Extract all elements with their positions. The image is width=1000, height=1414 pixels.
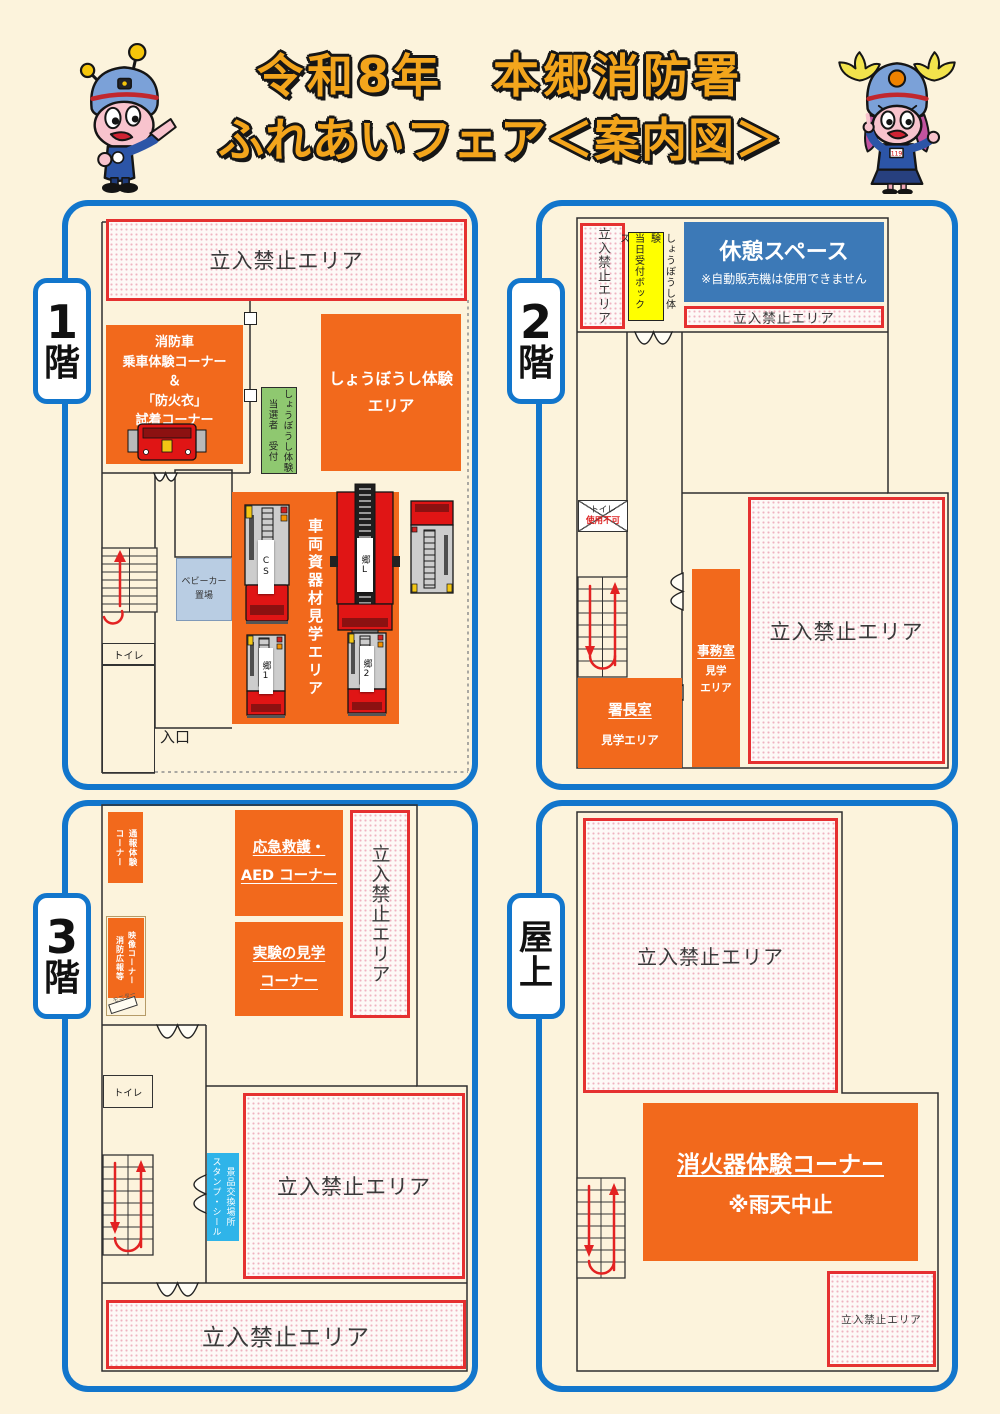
roof-extinguisher-title: 消火器体験コーナー [677,1152,884,1178]
f3-stamp-col-left: スタンプ・シール [210,1157,221,1237]
truck-tag-ladder: 郷L [357,538,373,592]
floor2-badge-number: 2 [519,295,552,350]
f2-office-sub: 見学 エリア [700,664,732,694]
floor2-badge: 2 階 [507,278,565,404]
page-title-line2: ふれあいフェア＜案内図＞ [218,113,782,167]
f3-video-col-left: 消防広報等 [115,935,125,981]
f3-report-col-right: 通報体験 [127,828,137,867]
f1-keep-out-area-top: 立入禁止エリア [106,219,467,301]
f2-rest-space: 休憩スペース ※自動販売機は使用できません [684,222,884,302]
floor3-badge-number: 3 [45,910,78,965]
f2-rest-space-note: ※自動販売機は使用できません [701,272,867,286]
roof-fire-extinguisher-corner: 消火器体験コーナー ※雨天中止 [643,1103,918,1261]
f3-video-col-right: 映像コーナー [127,931,137,985]
mascot-badge-119: 119 [891,151,903,158]
mascot-firefighter-pointing-icon [79,42,177,193]
roof-badge-kanji2: 上 [519,953,553,993]
f3-stamp-col-right: 景品交換場所 [224,1167,235,1227]
f2-toilet-unavailable-label: 使用不可 [585,516,620,526]
f2-keep-out-strip: 立入禁止エリア [684,306,884,328]
panel-floor3 [62,800,478,1392]
floor1-badge-number: 1 [45,295,78,350]
f2-office-viewing-area: 事務室 見学 エリア [692,569,740,767]
f2-chief-room-viewing-area: 署長室 見学エリア [578,678,682,768]
f1-fire-engine-ride-corner: 消防車 乗車体験コーナー ＆ 「防火衣」 試着コーナー [106,325,243,464]
f3-report-col-left: コーナー [114,828,124,867]
truck-tag-no2: 郷2 [360,646,374,692]
page-title-line1: 令和8年 本郷消防署 [256,49,743,103]
floor2-badge-kanji: 階 [517,343,554,385]
f3-video-corner: 映像コーナー 消防広報等 [108,918,144,998]
panel-floor2 [536,200,958,790]
roof-extinguisher-note: ※雨天中止 [728,1193,833,1217]
f1-wall-marker-top [244,312,257,325]
floor1-badge: 1 階 [33,278,91,404]
f1-toilet-room [102,665,155,773]
roof-keep-out-area-main: 立入禁止エリア [583,818,838,1093]
f1-stroller-parking: ベビーカー 置場 [176,558,232,621]
f2-receipt-col-left: 当日受付ボックス [617,233,644,310]
truck-tag-no1: 郷1 [259,648,273,694]
panel-floor1 [62,200,478,790]
f2-keep-out-area-main: 立入禁止エリア [748,497,945,764]
mascot-firefighter-girl-icon: 119 [838,51,956,194]
f1-firefighter-hat-experience-area: しょうぼうし体験 エリア [321,314,461,471]
roof-badge-kanji1: 屋 [519,918,553,959]
f2-chief-title: 署長室 [608,702,652,719]
f1-reception-col-right: しょうぼうし体験 [281,388,293,473]
floor3-badge: 3 階 [33,893,91,1019]
floor3-badge-kanji: 階 [43,958,80,1000]
panel-roof [536,800,958,1392]
f2-chief-sub: 見学エリア [601,732,659,747]
f2-toilet-unavailable: トイレ 使用不可 [578,500,628,532]
floor1-badge-kanji: 階 [43,343,80,385]
f2-receipt-col-right: しょうぼうし体験 [648,233,675,310]
f1-entrance-label: 入口 [160,728,191,746]
f1-vehicle-area-label: 車両資器材見学エリア [306,518,324,698]
roof-badge: 屋 上 [507,893,565,1019]
roof-keep-out-area-small: 立入禁止エリア [827,1271,936,1367]
f1-reception-col-left: 当選者 受付 [266,399,278,462]
f3-keep-out-area-right: 立入禁止エリア [350,810,410,1018]
truck-tag-cs: CS [258,540,274,594]
f2-keep-out-left-label: 立入禁止エリア [595,227,610,325]
f2-hat-experience-receipt-box: しょうぼうし体験 当日受付ボックス [618,232,675,321]
f1-wall-marker-bottom [244,389,257,402]
f2-office-title: 事務室 [697,642,735,658]
f3-keep-out-area-bottom: 立入禁止エリア [106,1300,466,1369]
f3-experiment-viewing-corner: 実験の見学 コーナー [235,922,343,1016]
f1-toilet-label: トイレ [102,643,155,665]
f3-keep-out-area-main: 立入禁止エリア [243,1093,465,1279]
f2-toilet-label: トイレ [590,505,616,516]
f1-hat-experience-winner-reception: しょうぼうし体験 当選者 受付 [261,387,297,474]
f3-first-aid-aed-corner: 応急救護・ AED コーナー [235,810,343,916]
f3-toilet-label: トイレ [103,1075,153,1108]
f3-prize-exchange-stamp-corner: 景品交換場所 スタンプ・シール [207,1153,239,1241]
f3-emergency-call-corner: 通報体験 コーナー [108,812,143,883]
f3-keep-out-right-label: 立入禁止エリア [368,844,391,984]
f2-rest-space-title: 休憩スペース [719,240,849,265]
